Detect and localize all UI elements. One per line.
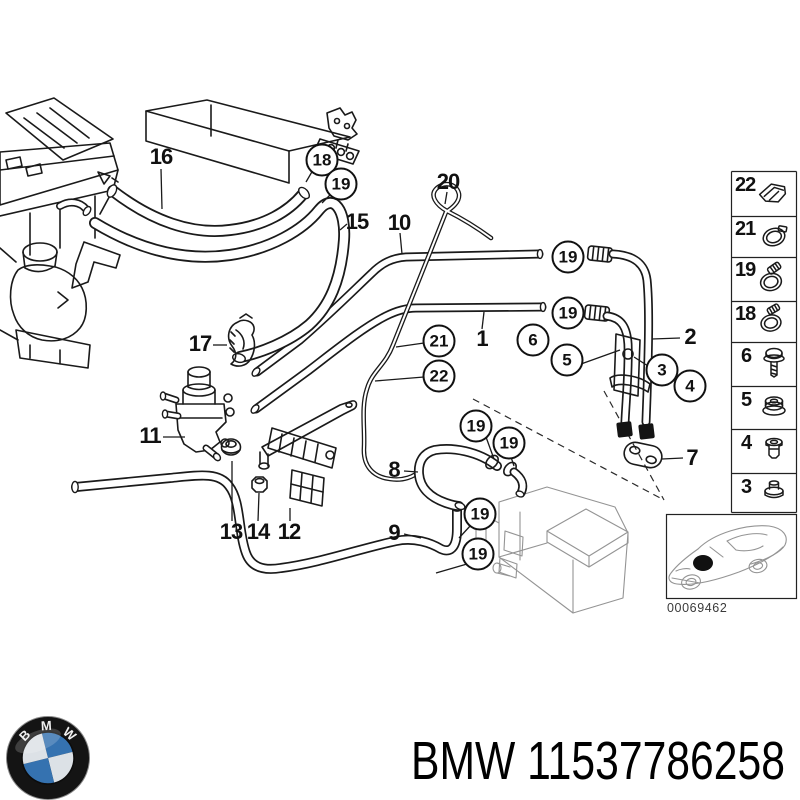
water-valve-drawing [159, 366, 235, 462]
callout-15: 15 [345, 209, 370, 234]
hose-8-drawing [413, 444, 528, 511]
callout-3: 3 [645, 353, 679, 387]
pipe-1-drawing [250, 301, 547, 414]
callout-13: 13 [219, 519, 244, 544]
screw-hose-clamp-icon [760, 303, 782, 332]
bracket-12-drawing [258, 400, 358, 507]
legend-number-19: 19 [735, 259, 756, 281]
logo-letter-m: M [40, 718, 52, 734]
engine-drawing [0, 97, 121, 369]
callout-19: 19 [459, 409, 493, 443]
callout-6: 6 [516, 323, 550, 357]
plug-grommet-icon [764, 480, 784, 499]
part-number: 11537786258 [527, 731, 785, 791]
rubber-grommet-icon [762, 396, 786, 416]
callout-10: 10 [387, 210, 412, 235]
bmw-logo: B M W [6, 716, 90, 800]
legend-number-22: 22 [735, 174, 756, 196]
callout-leader-lines [160, 168, 684, 574]
legend-number-5: 5 [741, 389, 752, 411]
callout-19: 19 [551, 296, 585, 330]
callout-17: 17 [188, 331, 213, 356]
callout-19: 19 [461, 537, 495, 571]
image-code: 00069462 [667, 601, 728, 615]
callout-5: 5 [550, 343, 584, 377]
band-clamp-icon [758, 183, 787, 203]
flange-7-drawing [623, 441, 663, 469]
callout-19: 19 [463, 497, 497, 531]
callout-21: 21 [422, 324, 456, 358]
screw-hose-clamp-icon [759, 261, 783, 292]
callout-4: 4 [673, 369, 707, 403]
callout-19: 19 [492, 426, 526, 460]
callout-7: 7 [686, 445, 698, 470]
callout-14: 14 [246, 519, 271, 544]
callout-11: 11 [139, 423, 161, 448]
callout-19: 19 [551, 240, 585, 274]
pipe-20-drawing [361, 181, 494, 482]
legend-number-18: 18 [735, 303, 756, 325]
callout-8: 8 [388, 457, 400, 482]
callout-2: 2 [684, 324, 696, 349]
screw-washer-icon [763, 347, 785, 378]
part-number-text: BMW 11537786258 [411, 730, 785, 792]
legend-number-4: 4 [741, 432, 752, 454]
grommet-13-drawing [220, 438, 242, 456]
callout-12: 12 [277, 519, 302, 544]
heater-unit-drawing [475, 486, 629, 614]
callout-1: 1 [476, 326, 488, 351]
hose-9-drawing [71, 470, 463, 574]
hose-16-drawing [106, 184, 311, 237]
car-location-dot [693, 555, 713, 571]
pipe-2-drawing [583, 245, 655, 440]
legend-number-21: 21 [735, 218, 756, 240]
legend-table [730, 170, 798, 514]
callout-19: 19 [324, 167, 358, 201]
wire-hose-clamp-icon [762, 225, 788, 247]
callout-22: 22 [422, 359, 456, 393]
car-sketch [668, 525, 787, 590]
expansion-rivet-icon [765, 437, 783, 459]
callout-9: 9 [388, 520, 400, 545]
legend-number-3: 3 [741, 476, 752, 498]
callout-16: 16 [149, 144, 174, 169]
car-thumbnail [665, 513, 798, 600]
section-dashed-lines [472, 390, 665, 501]
clamp-17-drawing [227, 313, 256, 367]
nut-14-drawing [251, 476, 268, 493]
legend-number-6: 6 [741, 345, 752, 367]
brand-text: BMW [411, 731, 516, 791]
callout-20: 20 [436, 169, 461, 194]
